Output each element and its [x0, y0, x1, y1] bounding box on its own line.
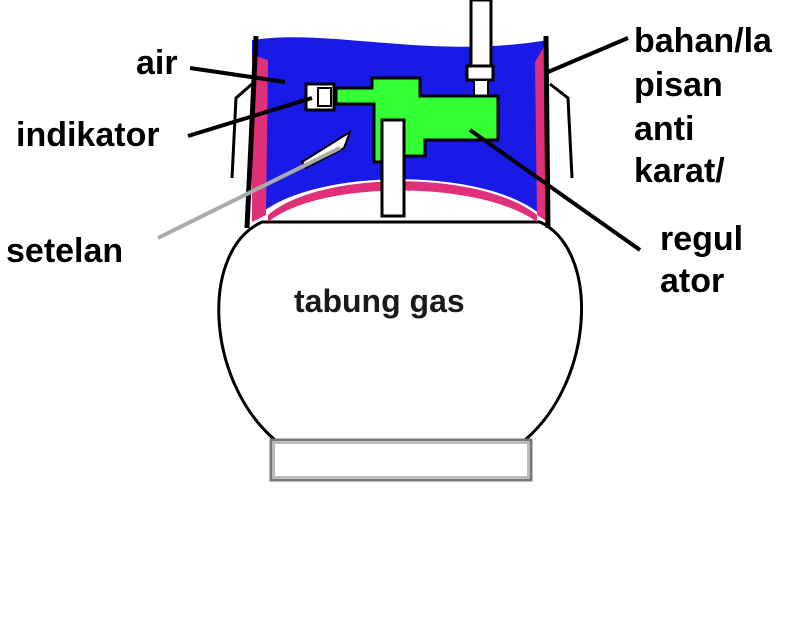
label-bahan-line4: karat/ [634, 152, 725, 190]
hose-pipe [469, 0, 493, 68]
anticorrosion-lining-left [252, 55, 268, 222]
label-setelan: setelan [6, 232, 123, 270]
gas-tank-body [217, 220, 584, 442]
handle-left [230, 82, 253, 179]
label-air: air [136, 44, 178, 82]
leader-air [189, 66, 286, 84]
container-wall-left [244, 35, 259, 229]
label-indikator: indikator [16, 116, 160, 154]
anticorrosion-lining-bottom [268, 181, 537, 222]
label-bahan-line1: bahan/la [634, 22, 773, 60]
leader-regulator [468, 128, 642, 252]
container-wall-right [543, 35, 551, 229]
hose-connector [465, 64, 495, 82]
handle-right [549, 82, 574, 179]
leader-indikator [187, 96, 313, 138]
label-bahan-line3: anti [634, 110, 694, 148]
label-regulator-line1: regul [660, 220, 743, 258]
leader-bahan [547, 36, 629, 74]
label-bahan-line2: pisan [634, 66, 723, 104]
tank-foot-ring [269, 438, 533, 482]
label-tabung-gas: tabung gas [294, 283, 465, 319]
indicator-gauge-window [317, 87, 332, 107]
label-regulator-line2: ator [660, 262, 724, 300]
leader-setelan [157, 146, 341, 240]
cylinder-valve-stem [380, 118, 406, 218]
tank-foot-ring-inner [273, 442, 529, 478]
